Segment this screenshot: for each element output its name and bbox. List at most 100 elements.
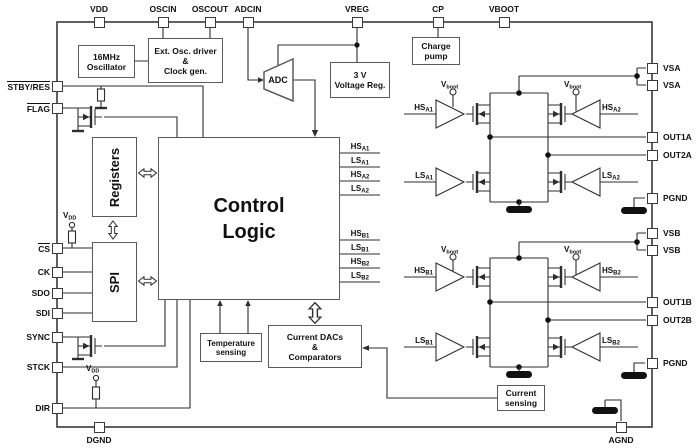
pin-label-out1b: OUT1B [663,297,692,307]
terminal-icons [68,88,580,382]
pin-label-sync: SYNC [26,332,50,342]
pin-label-agnd: AGND [608,435,634,445]
pin-vsa-1 [646,62,658,74]
pin-out1b [646,296,658,308]
pin-label-out2a: OUT2A [663,150,692,160]
driver-ls-a1-icon [435,167,466,197]
gate-driver-icons [435,99,601,362]
pin-label-out2b: OUT2B [663,315,692,325]
pin-stby-res [51,80,63,92]
block-temperature-sensing: Temperature sensing [200,333,262,362]
pin-pgnd-a [646,192,658,204]
cl-out-ls-a1: LSA1 [351,156,369,167]
cl-out-ls-b1: LSB1 [351,243,369,254]
pin-out2b [646,314,658,326]
pin-vreg [351,16,363,28]
pin-label-oscin: OSCIN [149,4,177,14]
pin-vdd [93,16,105,28]
driver-label-hs-b2: HSB2 [602,266,621,277]
pin-cs [51,242,63,254]
pin-vboot [498,16,510,28]
vboot-a1-terminal-icon [449,88,457,96]
sensing-wires [219,305,497,399]
cl-dacs-bus-icon [308,301,322,325]
registers-spi-bus-icon [108,220,118,240]
pin-label-stck: STCK [26,362,50,372]
nmos-ls-b1-icon [464,334,492,360]
driver-label-hs-b1: HSB1 [414,266,433,277]
pin-pgnd-b [646,357,658,369]
cl-out-hs-b2: HSB2 [350,257,370,268]
pin-label-dir: DIR [35,403,50,413]
pin-oscout [204,16,216,28]
ground-pgnd-a-icon [620,202,648,215]
driver-label-hs-a1: HSA1 [414,103,433,114]
pin-label-adcin: ADCIN [234,4,262,14]
pin-label-vsa-2: VSA [663,80,681,90]
ground-agnd-icon [591,402,619,415]
vboot-b1-terminal-icon [449,253,457,261]
driver-label-ls-b1: LSB1 [415,336,433,347]
pin-label-sdo: SDO [31,288,50,298]
driver-ls-a2-icon [570,167,601,197]
junction-dots [354,42,640,370]
pin-label-cp: CP [432,4,444,14]
pin-label-vdd: VDD [90,4,108,14]
pin-cp [432,16,444,28]
pin-label-vsb-2: VSB [663,245,681,255]
nmos-flag-icon [76,104,104,130]
resistor-dir-icon [91,386,101,400]
pin-sync [51,331,63,343]
cl-out-ls-a2: LSA2 [351,184,369,195]
pin-label-out1a: OUT1A [663,132,692,142]
ground-wires [604,197,645,421]
gate-signal-lines [340,152,380,283]
resistor-icons [67,88,106,400]
pin-label-flag: FLAG [26,103,50,114]
pin-label-vreg: VREG [344,4,370,14]
pin-stck [51,361,63,373]
pin-label-vboot: VBOOT [488,4,520,14]
vboot-label-a2: Vboot [564,80,582,91]
vboot-label-a1: Vboot [441,80,459,91]
nmos-ls-a1-icon [464,169,492,195]
block-ext-osc-driver: Ext. Osc. driver & Clock gen. [148,38,223,83]
driver-label-hs-a2: HSA2 [602,103,621,114]
pin-sdi [51,307,63,319]
nmos-hs-a1-icon [464,101,492,127]
block-charge-pump: Charge pump [412,37,460,65]
vboot-a2-terminal-icon [572,88,580,96]
cl-out-ls-b2: LSB2 [351,271,369,282]
vboot-label-b1: Vboot [441,245,459,256]
pin-label-oscout: OSCOUT [191,4,229,14]
pin-vsa-2 [646,79,658,91]
driver-label-ls-a1: LSA1 [415,171,433,182]
arrowheads [217,77,369,351]
block-spi: SPI [92,242,137,322]
vboot-b2-terminal-icon [572,253,580,261]
resistor-stby-icon [96,88,106,102]
driver-hs-b1-icon [435,262,466,292]
pin-label-sdi: SDI [35,308,50,318]
vdd-label-cs: VDD [63,211,77,222]
cl-out-hs-a2: HSA2 [350,170,370,181]
vboot-label-b2: Vboot [564,245,582,256]
pin-oscin [157,16,169,28]
driver-hs-a2-icon [570,99,601,129]
vdd-label-dir: VDD [86,364,100,375]
nmos-hs-a2-icon [546,101,574,127]
pin-label-vsb-1: VSB [663,228,681,238]
pin-adcin [242,16,254,28]
nmos-hs-b1-icon [464,264,492,290]
pin-vsb-1 [646,227,658,239]
nmos-ls-a2-icon [546,169,574,195]
pin-dgnd [93,421,105,433]
driver-hs-a1-icon [435,99,466,129]
block-adc-label: ADC [268,75,288,85]
block-control-logic: Control Logic [158,137,340,300]
pin-ck [51,266,63,278]
block-current-sensing: Current sensing [497,385,545,411]
block-oscillator: 16MHz Oscillator [78,45,135,78]
